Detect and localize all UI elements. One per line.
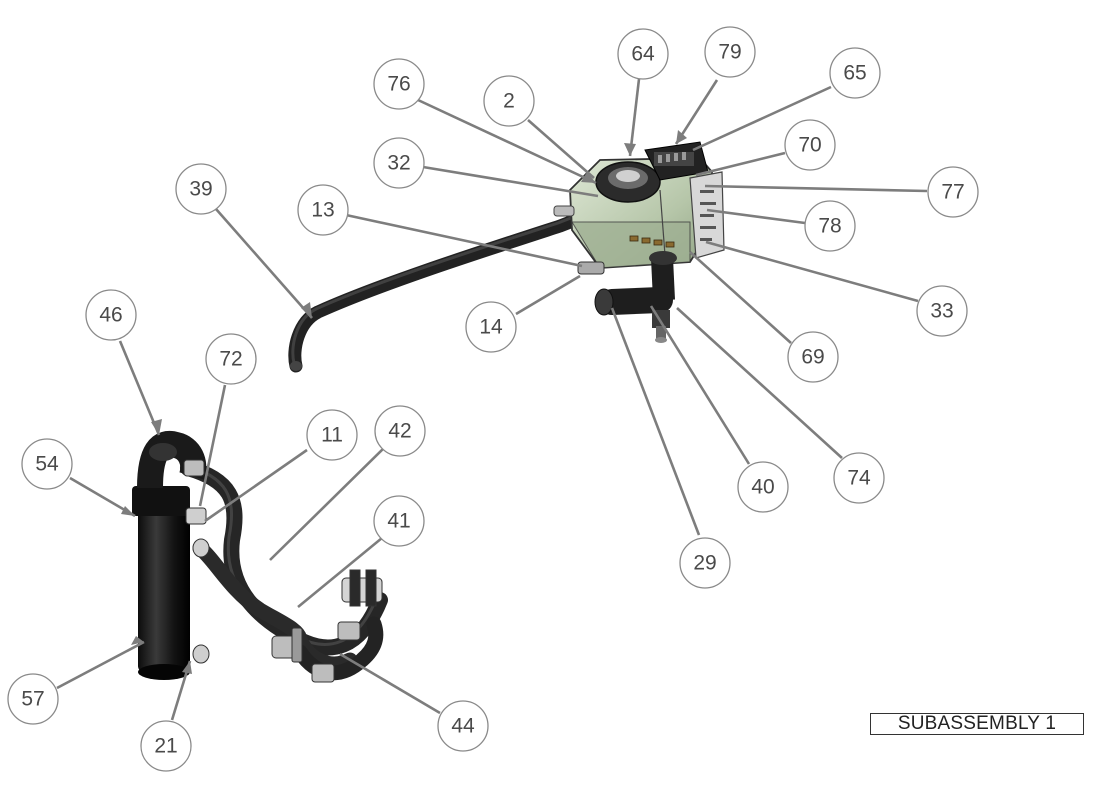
svg-text:33: 33 [930, 300, 953, 323]
svg-text:41: 41 [387, 510, 410, 533]
coolant-tank [553, 141, 725, 275]
hose-41 [192, 540, 358, 672]
svg-text:29: 29 [693, 552, 716, 575]
balloon-14[interactable]: 14 [465, 301, 517, 353]
fittings [183, 459, 383, 683]
balloon-79[interactable]: 79 [704, 26, 756, 78]
balloon-40[interactable]: 40 [737, 461, 789, 513]
balloon-11[interactable]: 11 [306, 409, 358, 461]
balloon-74[interactable]: 74 [833, 452, 885, 504]
balloon-29[interactable]: 29 [679, 537, 731, 589]
balloon-69[interactable]: 69 [787, 331, 839, 383]
balloon-76[interactable]: 76 [373, 58, 425, 110]
balloon-57[interactable]: 57 [7, 673, 59, 725]
svg-text:40: 40 [751, 476, 774, 499]
svg-text:14: 14 [479, 316, 503, 339]
balloon-78[interactable]: 78 [804, 200, 856, 252]
balloon-32[interactable]: 32 [373, 137, 425, 189]
reservoir-assembly [288, 141, 725, 373]
svg-text:65: 65 [843, 62, 866, 85]
svg-text:77: 77 [941, 181, 964, 204]
svg-text:32: 32 [387, 152, 410, 175]
arrowheads [121, 130, 687, 674]
subassembly-label: SUBASSEMBLY 1 [870, 713, 1084, 735]
svg-text:13: 13 [311, 199, 334, 222]
svg-text:44: 44 [451, 715, 475, 738]
svg-text:46: 46 [99, 304, 122, 327]
svg-text:78: 78 [818, 215, 841, 238]
svg-text:69: 69 [801, 346, 824, 369]
balloon-44[interactable]: 44 [437, 700, 489, 752]
svg-text:21: 21 [154, 735, 177, 758]
balloon-64[interactable]: 64 [617, 28, 669, 80]
balloon-41[interactable]: 41 [373, 495, 425, 547]
svg-text:42: 42 [388, 420, 411, 443]
svg-text:70: 70 [798, 134, 821, 157]
svg-text:64: 64 [631, 43, 655, 66]
outlet-pipe [594, 251, 677, 343]
balloons: 76 2 64 79 65 70 77 78 33 69 74 40 29 14… [7, 26, 979, 772]
balloon-77[interactable]: 77 [927, 166, 979, 218]
balloon-54[interactable]: 54 [21, 438, 73, 490]
balloon-65[interactable]: 65 [829, 47, 881, 99]
svg-text:76: 76 [387, 73, 410, 96]
lower-assembly [132, 430, 388, 683]
balloon-13[interactable]: 13 [297, 184, 349, 236]
balloon-39[interactable]: 39 [175, 163, 227, 215]
svg-text:54: 54 [35, 453, 59, 476]
balloon-42[interactable]: 42 [374, 405, 426, 457]
balloon-21[interactable]: 21 [140, 720, 192, 772]
hose-39 [288, 205, 603, 373]
balloon-72[interactable]: 72 [205, 333, 257, 385]
balloon-33[interactable]: 33 [916, 285, 968, 337]
svg-text:2: 2 [503, 90, 515, 113]
balloon-46[interactable]: 46 [85, 289, 137, 341]
svg-text:72: 72 [219, 348, 242, 371]
svg-text:74: 74 [847, 467, 871, 490]
balloon-70[interactable]: 70 [784, 119, 836, 171]
leader-lines [56, 78, 928, 721]
svg-text:39: 39 [189, 178, 212, 201]
svg-text:11: 11 [321, 424, 343, 447]
balloon-2[interactable]: 2 [483, 75, 535, 127]
svg-text:79: 79 [718, 41, 741, 64]
svg-text:57: 57 [21, 688, 44, 711]
